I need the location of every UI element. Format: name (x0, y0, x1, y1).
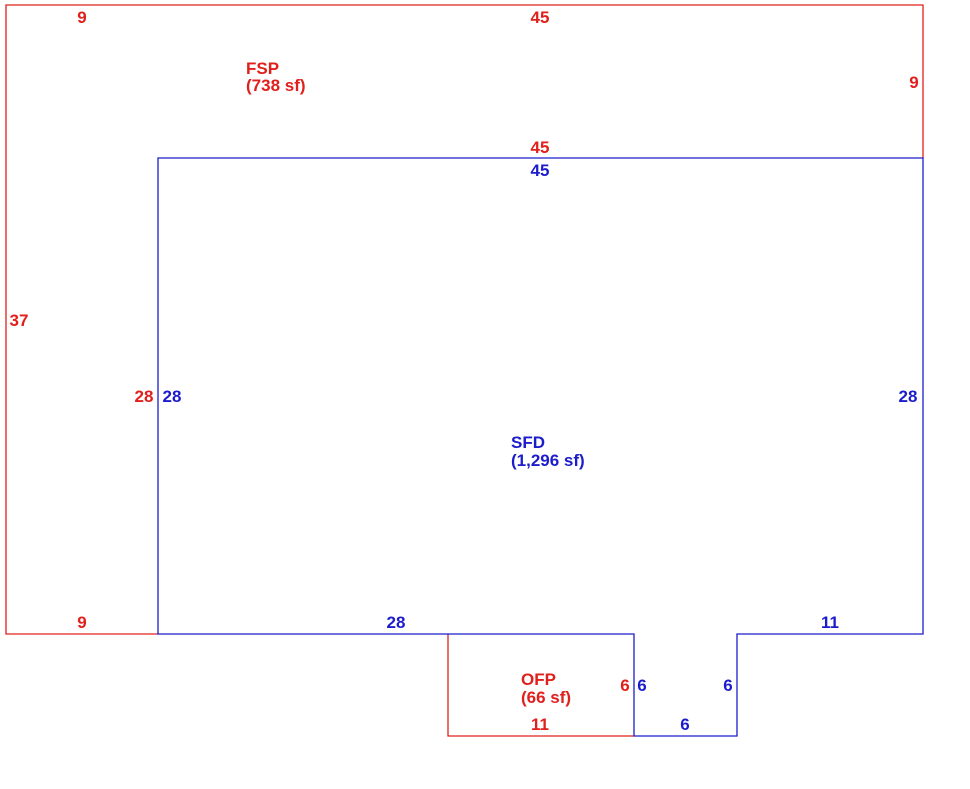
dim-fsp-left: 37 (10, 311, 29, 330)
dim-ofp-bottom: 11 (531, 715, 549, 734)
dim-ofp-right: 6 (620, 676, 629, 695)
fsp-outline (5, 4, 924, 635)
dim-fsp-top: 45 (531, 8, 550, 27)
ofp-label: OFP (521, 670, 556, 689)
dim-sfd-notch-right: 6 (723, 676, 732, 695)
dim-fsp-bottom-inner: 45 (531, 138, 550, 157)
sfd-outline (157, 157, 924, 737)
dim-sfd-top: 45 (531, 161, 550, 180)
fsp-area: (738 sf) (246, 76, 306, 95)
dim-sfd-right: 28 (899, 387, 918, 406)
sfd-label: SFD (511, 433, 545, 452)
dim-fsp-right: 9 (909, 73, 918, 92)
dim-fsp-bottom-left: 9 (77, 613, 86, 632)
dim-fsp-top-left: 9 (77, 8, 86, 27)
ofp-area: (66 sf) (521, 688, 571, 707)
dim-sfd-left: 28 (163, 387, 182, 406)
sfd-area: (1,296 sf) (511, 451, 585, 470)
dim-sfd-bottom-right: 11 (821, 613, 839, 632)
dim-sfd-notch-left: 6 (637, 676, 646, 695)
dim-fsp-inner-left: 28 (135, 387, 154, 406)
dim-sfd-notch-bottom: 6 (680, 715, 689, 734)
dim-sfd-bottom-left: 28 (387, 613, 406, 632)
fsp-label: FSP (246, 59, 279, 78)
ofp-outline (447, 634, 634, 737)
